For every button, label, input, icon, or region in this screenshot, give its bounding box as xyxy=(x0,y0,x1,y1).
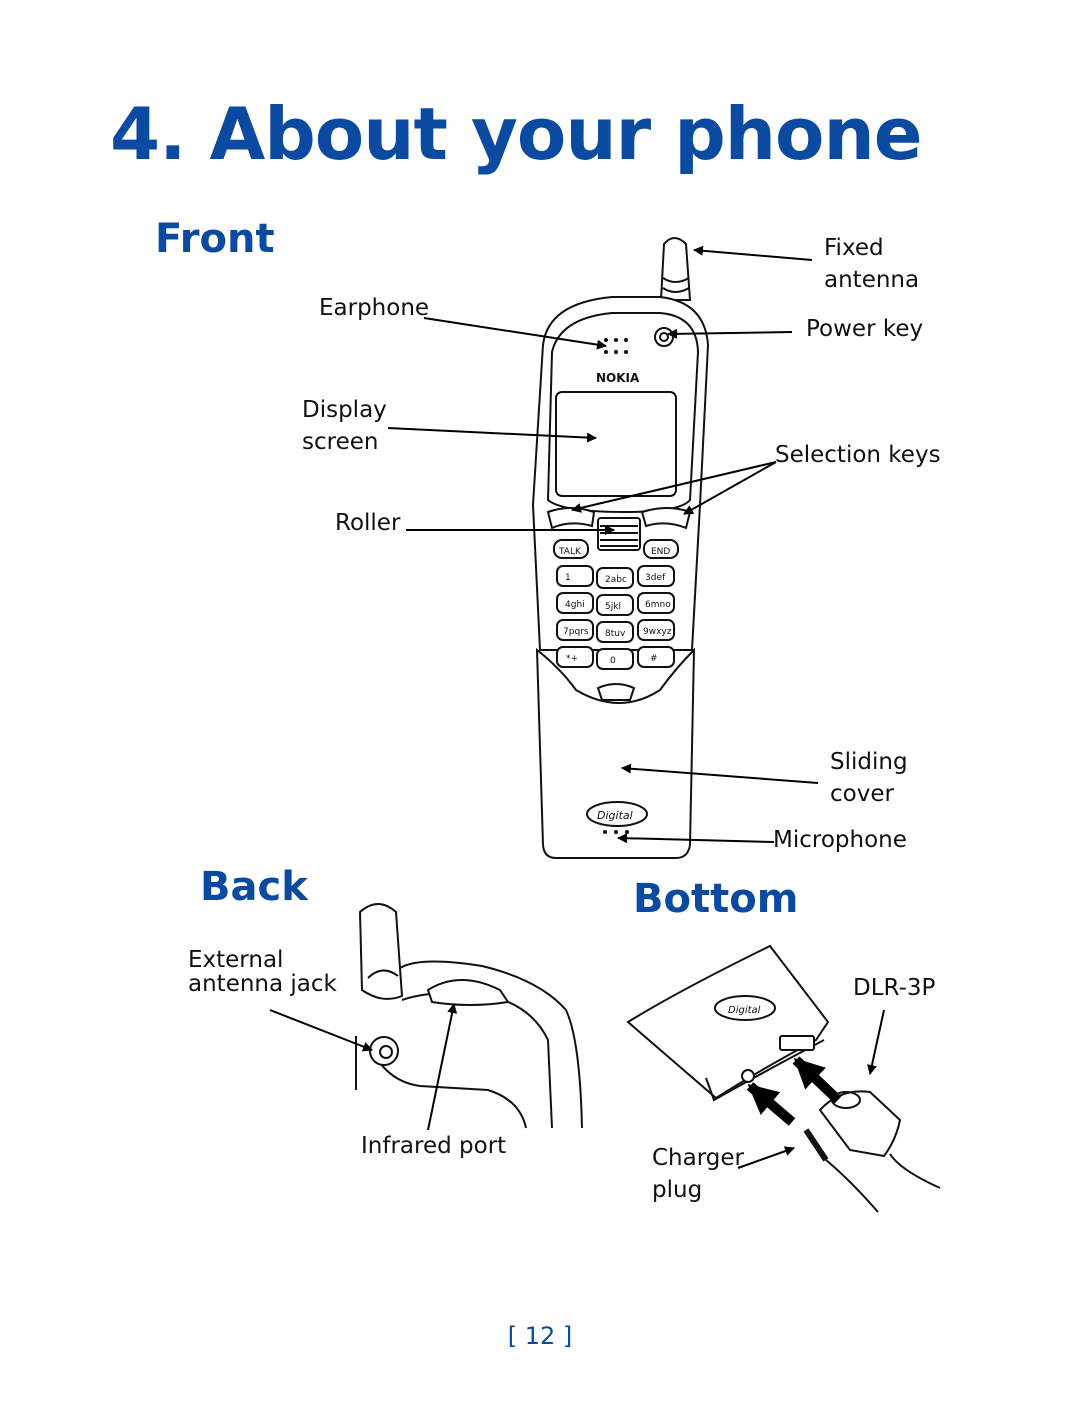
label-infrared-port: Infrared port xyxy=(361,1133,507,1159)
keypad: 1 2abc 3def 4ghi 5jkl 6mno 7pqrs 8tuv 9w… xyxy=(556,565,675,670)
bottom-leader-arrows xyxy=(737,1009,885,1169)
dlr-3p-socket xyxy=(779,1035,815,1051)
talk-key-label: TALK xyxy=(558,547,582,557)
label-selection-keys: Selection keys xyxy=(775,442,941,468)
sliding-cover-drawing xyxy=(535,647,696,859)
key-3: 3def xyxy=(645,573,666,583)
phone-brand-logo: NOKIA xyxy=(596,371,640,385)
key-8: 8tuv xyxy=(605,629,626,639)
label-microphone: Microphone xyxy=(773,827,907,853)
label-fixed-antenna-line2: antenna xyxy=(824,267,920,293)
label-external-antenna-jack-line1: External xyxy=(188,947,284,973)
earphone-holes xyxy=(604,338,628,354)
label-sliding-cover-line2: cover xyxy=(830,781,894,807)
label-earphone: Earphone xyxy=(319,295,430,321)
front-phone-drawing: NOKIA TALK END 1 2abc 3def 4ghi 5jkl 6mn… xyxy=(531,237,710,859)
key-4: 4ghi xyxy=(565,600,585,610)
label-display-screen-line2: screen xyxy=(302,429,379,455)
label-power-key: Power key xyxy=(806,316,924,342)
label-dlr-3p: DLR-3P xyxy=(853,975,936,1001)
page-title: 4. About your phone xyxy=(110,92,923,176)
key-0: 0 xyxy=(610,656,616,666)
infrared-port-drawing xyxy=(426,979,510,1006)
microphone-holes xyxy=(603,830,629,834)
display-screen-drawing xyxy=(555,391,677,497)
label-charger-plug: Charger plug xyxy=(652,1142,744,1206)
key-7: 7pqrs xyxy=(563,627,589,637)
bottom-digital-badge xyxy=(714,995,776,1021)
section-heading-back: Back xyxy=(200,864,308,910)
front-leader-arrows xyxy=(387,245,819,844)
key-2: 2abc xyxy=(605,575,627,585)
back-antenna-drawing xyxy=(358,903,404,1000)
end-key-label: END xyxy=(651,547,670,557)
key-5: 5jkl xyxy=(605,602,621,612)
power-key-drawing xyxy=(654,327,674,347)
label-display-screen-line1: Display xyxy=(302,397,387,423)
section-heading-front: Front xyxy=(155,216,275,262)
key-9: 9wxyz xyxy=(643,627,672,637)
external-antenna-jack-drawing xyxy=(369,1036,399,1066)
digital-badge xyxy=(586,801,648,827)
label-display-screen: Display screen xyxy=(302,394,387,458)
back-leader-arrows xyxy=(269,1003,458,1131)
charger-socket xyxy=(741,1069,755,1083)
section-heading-bottom: Bottom xyxy=(633,876,799,922)
label-fixed-antenna-line1: Fixed xyxy=(824,235,884,261)
label-roller: Roller xyxy=(335,510,401,536)
bottom-body-outline xyxy=(626,944,830,1100)
right-selection-key xyxy=(640,507,692,530)
end-key xyxy=(643,539,679,559)
fixed-antenna-drawing xyxy=(659,237,692,301)
key-1: 1 xyxy=(565,573,571,583)
left-selection-key xyxy=(546,507,596,530)
back-body-outline xyxy=(399,960,583,1129)
label-sliding-cover: Sliding cover xyxy=(830,746,908,810)
label-external-antenna-jack: External antenna jack xyxy=(188,944,337,1000)
label-charger-plug-line2: plug xyxy=(652,1177,703,1203)
digital-badge-label: Digital xyxy=(597,809,633,822)
page-number: [ 12 ] xyxy=(507,1322,573,1350)
bottom-phone-drawing: Digital xyxy=(626,944,941,1213)
key-star: *+ xyxy=(566,654,578,664)
charger-plug-drawing xyxy=(803,1128,829,1162)
label-fixed-antenna: Fixed antenna xyxy=(824,232,919,296)
label-charger-plug-line1: Charger xyxy=(652,1145,744,1171)
talk-key xyxy=(553,539,589,559)
label-external-antenna-jack-line2: antenna jack xyxy=(188,971,337,997)
back-phone-drawing xyxy=(355,903,583,1129)
bottom-digital-badge-label: Digital xyxy=(728,1005,761,1016)
key-hash: # xyxy=(650,654,658,664)
label-sliding-cover-line1: Sliding xyxy=(830,749,908,775)
key-6: 6mno xyxy=(645,600,671,610)
